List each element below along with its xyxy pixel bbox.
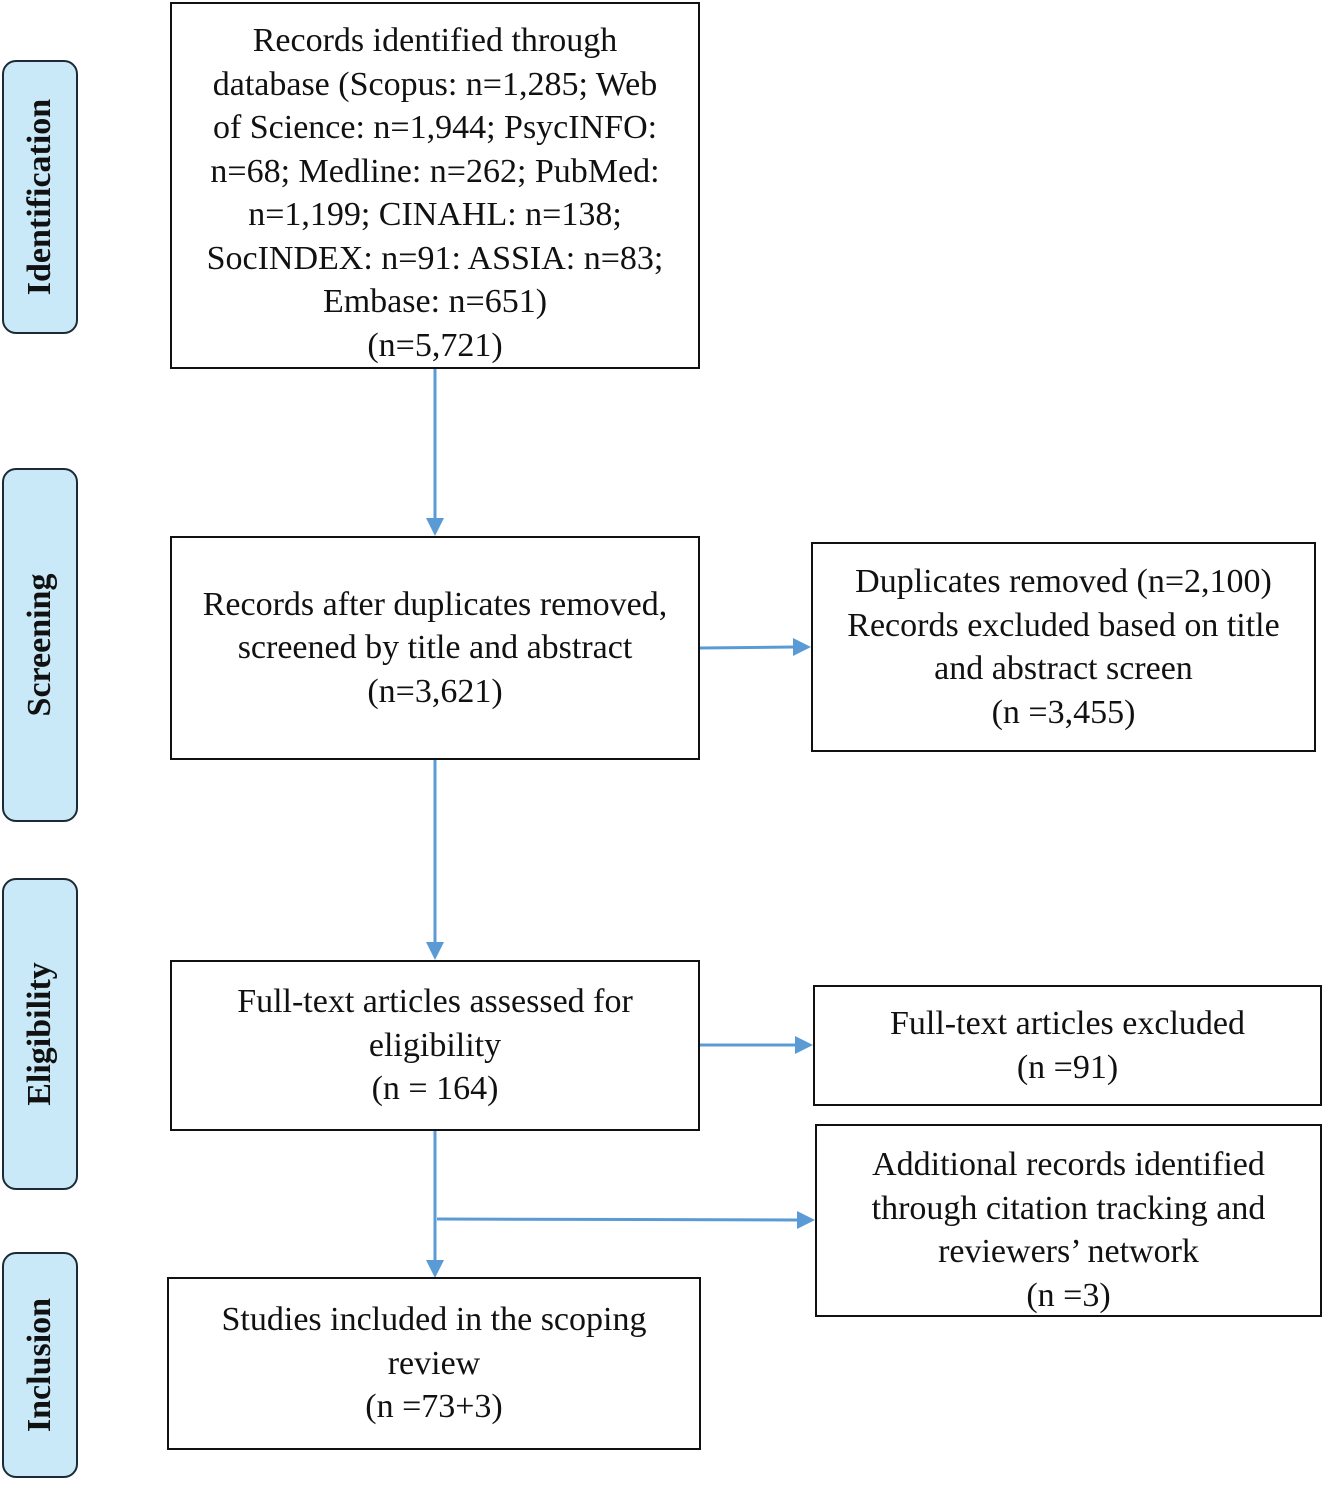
records-identified-line: Records identified through [252, 22, 618, 59]
arrow-assessed-to-excluded [700, 1036, 813, 1054]
additional-records-line: through citation tracking and [871, 1189, 1266, 1227]
stage-screening: Screening [2, 468, 78, 822]
additional-records-line: Additional records identified [872, 1146, 1265, 1183]
records-screened-total: (n=3,621) [367, 672, 503, 710]
duplicates-removed-line: Records excluded based on title [847, 606, 1280, 644]
studies-included-line: review [387, 1344, 481, 1382]
records-identified-line: Embase: n=651) [322, 283, 548, 320]
duplicates-removed-line: Duplicates removed (n=2,100) [855, 563, 1272, 600]
studies-included-line: Studies included in the scoping [221, 1301, 647, 1339]
records-identified-line: SocINDEX: n=91: ASSIA: n=83; [206, 239, 664, 277]
studies-included-total: (n =73+3) [365, 1388, 503, 1426]
records-identified-line: database (Scopus: n=1,285; Web [212, 65, 658, 103]
additional-records-total: (n =3) [1026, 1276, 1111, 1314]
records-screened-line: Records after duplicates removed, [202, 585, 668, 623]
arrow-screened-to-assessed [426, 760, 444, 960]
arrow-identified-to-screened [426, 368, 444, 536]
box-additional-records: Additional records identified through ci… [815, 1124, 1322, 1317]
stage-eligibility: Eligibility [2, 878, 78, 1190]
full-text-assessed-total: (n = 164) [371, 1070, 499, 1108]
additional-records-line: reviewers’ network [938, 1233, 1199, 1270]
records-screened-line: screened by title and abstract [237, 629, 633, 667]
full-text-assessed-line: Full-text articles assessed for [237, 983, 633, 1021]
full-text-excluded-total: (n =91) [1016, 1048, 1119, 1086]
arrow-assessed-to-included [426, 1130, 444, 1278]
records-identified-line: of Science: n=1,944; PsycINFO: [212, 109, 658, 146]
arrow-to-additional-records [436, 1211, 815, 1229]
box-records-identified: Records identified through database (Sco… [170, 2, 700, 369]
full-text-excluded-line: Full-text articles excluded [890, 1005, 1245, 1042]
records-identified-total: (n=5,721) [367, 326, 503, 364]
box-duplicates-removed: Duplicates removed (n=2,100) Records exc… [811, 542, 1316, 752]
stage-inclusion: Inclusion [2, 1252, 78, 1478]
duplicates-removed-line: and abstract screen [934, 650, 1193, 687]
box-full-text-excluded: Full-text articles excluded (n =91) [813, 985, 1322, 1106]
box-full-text-assessed: Full-text articles assessed for eligibil… [170, 960, 700, 1131]
full-text-assessed-line: eligibility [368, 1026, 502, 1064]
records-identified-line: n=68; Medline: n=262; PubMed: [210, 152, 660, 190]
records-identified-line: n=1,199; CINAHL: n=138; [248, 196, 622, 233]
box-studies-included: Studies included in the scoping review (… [167, 1277, 701, 1450]
stage-identification: Identification [2, 60, 78, 334]
duplicates-removed-total: (n =3,455) [991, 693, 1136, 731]
box-records-screened: Records after duplicates removed, screen… [170, 536, 700, 760]
arrow-screened-to-excluded [699, 638, 811, 656]
